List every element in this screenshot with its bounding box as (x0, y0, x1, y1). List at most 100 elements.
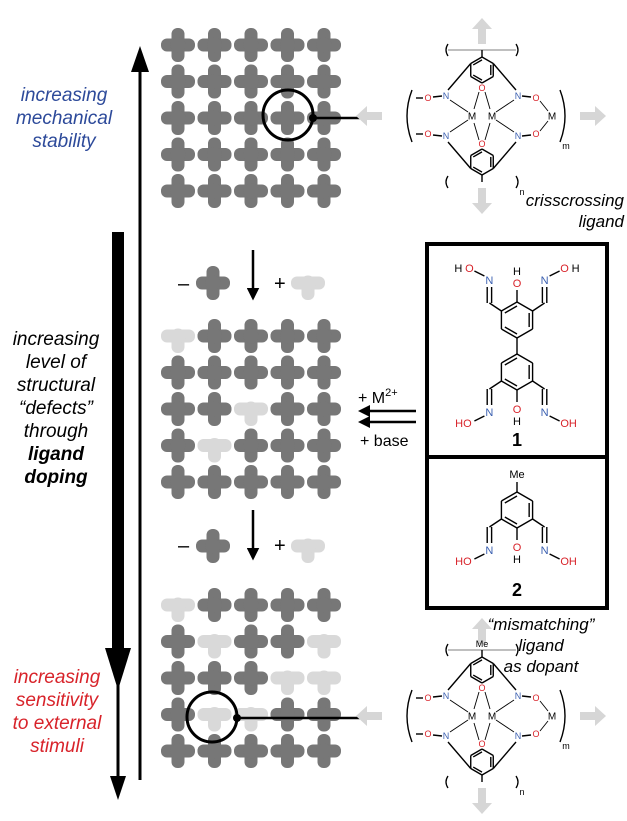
cross-piece (161, 465, 195, 499)
minus-sign-2: – (178, 535, 190, 557)
cross-piece (234, 428, 268, 463)
atom-label: N (443, 691, 450, 701)
stretch-arrow (472, 618, 492, 644)
atom-label: O (560, 263, 569, 275)
atom-label: N (541, 545, 549, 557)
tee-piece (291, 538, 325, 563)
atom-label: N (515, 131, 522, 141)
atom-label: N (515, 691, 522, 701)
cross-piece (234, 588, 268, 622)
atom-label: M (468, 112, 476, 123)
thin-up-arrow (131, 46, 149, 780)
mismatching-dopant-label: “mismatching” ligand as dopant (487, 615, 595, 676)
cross-piece (161, 624, 195, 659)
stretch-arrow (356, 706, 382, 726)
atom-label: n (519, 787, 524, 797)
cross-piece (270, 355, 305, 390)
cross-piece (161, 64, 195, 99)
cross-piece (161, 174, 195, 208)
cross-piece (234, 28, 268, 62)
cross-piece (161, 28, 195, 62)
cross-piece (197, 137, 232, 172)
cross-piece (270, 137, 305, 172)
atom-label: M (548, 712, 556, 723)
added-tee-piece (291, 275, 325, 300)
atom-label: O (424, 729, 431, 739)
compound-2-label: 2 (512, 580, 522, 600)
cross-piece (270, 101, 305, 135)
base-reagent: + base (360, 433, 409, 450)
atom-label: O (478, 739, 485, 749)
atom-label: N (485, 275, 493, 287)
metal-reagent: + M2+ (358, 387, 398, 407)
cross-piece (234, 734, 268, 768)
cross-piece (307, 734, 341, 768)
atom-label: M (548, 112, 556, 123)
tee-piece (161, 328, 195, 353)
cross-piece (307, 64, 341, 99)
cross-piece (161, 734, 195, 768)
cross-piece (161, 355, 195, 390)
atom-label: HO (455, 556, 472, 568)
atom-label: N (541, 407, 549, 419)
cross-piece (307, 355, 341, 390)
atom-label: O (424, 93, 431, 103)
tee-piece (161, 597, 195, 622)
thin-down-arrow (110, 640, 126, 800)
atom-label: O (424, 693, 431, 703)
added-tee-piece (291, 538, 325, 563)
atom-label: n (519, 187, 524, 197)
atom-label: N (485, 545, 493, 557)
doping-step-1: – + (178, 250, 325, 301)
atom-label: N (443, 731, 450, 741)
stretch-arrow (472, 18, 492, 44)
atom-label: O (532, 93, 539, 103)
atom-label: N (515, 91, 522, 101)
atom-label: HO (455, 418, 472, 430)
cross-piece (307, 428, 341, 463)
stretch-arrow (356, 106, 382, 126)
cross-piece (270, 624, 305, 659)
atom-label: M (488, 112, 496, 123)
cross-piece (307, 465, 341, 499)
tee-piece (197, 438, 232, 463)
cross-piece (234, 661, 268, 695)
cross-piece (234, 624, 268, 659)
zoom-callout-bottom (185, 690, 370, 744)
atom-label: H (513, 554, 521, 566)
cross-piece (197, 661, 232, 695)
cross-piece (234, 465, 268, 499)
atom-label: O (532, 729, 539, 739)
plus-sign-1: + (274, 273, 286, 295)
tee-piece (197, 634, 232, 659)
lattice-middle (161, 319, 341, 499)
tee-piece (270, 670, 305, 695)
cross-piece (161, 392, 195, 426)
minus-sign-1: – (178, 273, 190, 295)
sensitivity-label: increasing sensitivity to external stimu… (12, 667, 102, 757)
cross-piece (307, 174, 341, 208)
crisscrossing-ligand-label: crisscrossing ligand (525, 191, 624, 231)
atom-label: m (562, 141, 570, 151)
cross-piece (197, 174, 232, 208)
cross-piece (307, 28, 341, 62)
atom-label: M (488, 712, 496, 723)
cross-piece (270, 588, 305, 622)
cross-piece (197, 28, 232, 62)
cross-piece (234, 174, 268, 208)
stretch-arrow (580, 106, 606, 126)
atom-label: OH (560, 418, 577, 430)
cross-piece (161, 661, 195, 695)
atom-label: N (443, 91, 450, 101)
tee-piece (291, 275, 325, 300)
cross-piece (270, 734, 305, 768)
cross-piece (307, 697, 341, 732)
atom-label: N (443, 131, 450, 141)
cross-piece (234, 64, 268, 99)
atom-label: N (485, 407, 493, 419)
